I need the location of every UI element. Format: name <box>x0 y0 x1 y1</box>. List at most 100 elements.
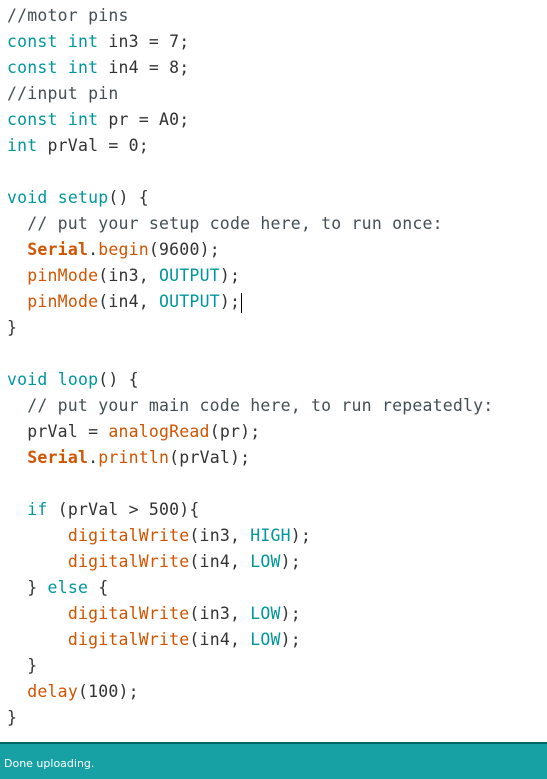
code-token <box>7 448 27 467</box>
code-token: ); <box>280 604 301 623</box>
code-line[interactable]: pinMode(in4, OUTPUT); <box>7 289 493 315</box>
code-token <box>48 370 58 389</box>
code-token: prVal = <box>7 422 109 441</box>
code-token: (in4, <box>98 292 160 311</box>
code-token <box>7 630 68 649</box>
code-token: pinMode <box>27 292 99 311</box>
code-line[interactable]: delay(100); <box>7 679 493 705</box>
code-line[interactable]: const int pr = A0; <box>7 107 493 133</box>
code-line[interactable]: void setup() { <box>7 185 493 211</box>
code-line[interactable]: //motor pins <box>7 3 493 29</box>
code-token: (prVal > 500){ <box>47 500 200 519</box>
code-token: const <box>7 58 58 77</box>
code-token: analogRead <box>108 422 210 441</box>
code-line[interactable]: const int in3 = 7; <box>7 29 493 55</box>
code-token: const <box>7 110 58 129</box>
code-line[interactable]: // put your main code here, to run repea… <box>7 393 493 419</box>
code-token: int <box>67 32 99 51</box>
code-line[interactable]: Serial.println(prVal); <box>7 445 493 471</box>
code-token <box>7 266 27 285</box>
code-line[interactable] <box>7 341 493 367</box>
code-token: (pr); <box>209 422 261 441</box>
code-token: void <box>7 188 48 207</box>
code-token: Serial <box>27 448 89 467</box>
status-message: Done uploading. <box>4 757 95 770</box>
code-line[interactable]: prVal = analogRead(pr); <box>7 419 493 445</box>
code-token: //motor pins <box>7 6 129 25</box>
code-token: (in3, <box>98 266 160 285</box>
code-token: int <box>67 110 99 129</box>
code-line[interactable]: //input pin <box>7 81 493 107</box>
code-token: // put your main code here, to run repea… <box>7 396 494 415</box>
code-token: ); <box>290 526 312 545</box>
code-token <box>58 110 68 129</box>
code-token <box>7 500 27 519</box>
code-line[interactable]: } <box>7 653 493 679</box>
code-line[interactable]: digitalWrite(in3, HIGH); <box>7 523 493 549</box>
code-token: ); <box>280 630 301 649</box>
code-token <box>7 292 27 311</box>
code-line[interactable]: void loop() { <box>7 367 493 393</box>
code-token: in4 = 8; <box>98 58 190 77</box>
code-line[interactable]: if (prVal > 500){ <box>7 497 493 523</box>
code-line[interactable]: Serial.begin(9600); <box>7 237 493 263</box>
code-token: pinMode <box>27 266 99 285</box>
text-caret <box>241 292 243 313</box>
code-line[interactable] <box>7 159 493 185</box>
code-token: () { <box>108 188 149 207</box>
code-token: } <box>7 578 48 597</box>
code-token: prVal = 0; <box>37 136 149 155</box>
code-token: setup <box>57 188 109 207</box>
code-line[interactable]: // put your setup code here, to run once… <box>7 211 493 237</box>
code-token: digitalWrite <box>67 604 190 623</box>
code-token: LOW <box>250 552 281 571</box>
code-line[interactable]: digitalWrite(in4, LOW); <box>7 549 493 575</box>
code-token <box>7 526 68 545</box>
code-token: . <box>88 448 99 467</box>
code-token: void <box>7 370 48 389</box>
code-token: (in4, <box>189 552 251 571</box>
code-token: (100); <box>77 682 139 701</box>
code-token: begin <box>98 240 149 259</box>
code-token: (9600); <box>148 240 220 259</box>
code-token: (in4, <box>189 630 251 649</box>
code-token: digitalWrite <box>67 526 190 545</box>
code-token: const <box>7 32 58 51</box>
code-line[interactable]: digitalWrite(in4, LOW); <box>7 627 493 653</box>
code-token: //input pin <box>7 84 119 103</box>
code-token <box>7 552 68 571</box>
code-line[interactable]: digitalWrite(in3, LOW); <box>7 601 493 627</box>
code-token: OUTPUT <box>159 266 220 285</box>
code-token: } <box>7 318 18 337</box>
code-token: } <box>7 656 38 675</box>
code-line[interactable] <box>7 471 493 497</box>
code-token: // put your setup code here, to run once… <box>7 214 443 233</box>
code-token: if <box>27 500 48 519</box>
code-token: ); <box>219 266 241 285</box>
code-token <box>48 188 58 207</box>
code-line[interactable]: } <box>7 315 493 341</box>
code-line[interactable]: const int in4 = 8; <box>7 55 493 81</box>
code-token: digitalWrite <box>67 552 190 571</box>
code-token: Serial <box>27 240 89 259</box>
code-token: . <box>88 240 99 259</box>
code-token: { <box>88 578 109 597</box>
code-token: () { <box>98 370 139 389</box>
code-line[interactable]: } else { <box>7 575 493 601</box>
code-line[interactable]: } <box>7 705 493 731</box>
code-token <box>7 604 68 623</box>
code-token: LOW <box>250 604 281 623</box>
code-token: } <box>7 708 18 727</box>
code-line[interactable]: pinMode(in3, OUTPUT); <box>7 263 493 289</box>
code-token <box>58 58 68 77</box>
code-token: delay <box>27 682 78 701</box>
code-token: else <box>47 578 89 597</box>
code-token <box>58 32 68 51</box>
code-token: in3 = 7; <box>98 32 190 51</box>
code-token: ); <box>219 292 241 311</box>
code-token: LOW <box>250 630 281 649</box>
code-line[interactable]: int prVal = 0; <box>7 133 493 159</box>
code-token: OUTPUT <box>159 292 220 311</box>
